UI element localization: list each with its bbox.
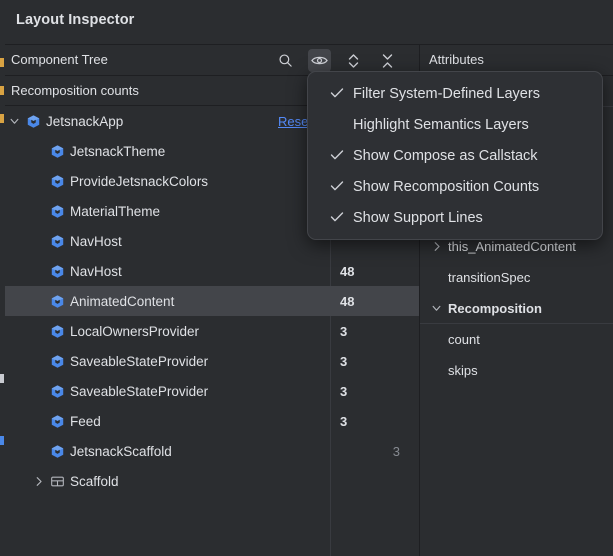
tree-row-label: Scaffold: [70, 473, 119, 489]
eye-icon[interactable]: [308, 49, 331, 72]
recomposition-count: 48: [340, 293, 355, 309]
recomposition-count: 3: [392, 443, 400, 459]
chevron-down-icon[interactable]: [429, 303, 443, 314]
attribute-label: this_AnimatedContent: [448, 239, 576, 254]
attributes-title: Attributes: [429, 52, 484, 67]
tree-row[interactable]: Scaffold: [0, 466, 419, 496]
search-icon[interactable]: [274, 49, 297, 72]
gutter-marker[interactable]: [0, 114, 4, 123]
tree-row[interactable]: LocalOwnersProvider 3: [0, 316, 419, 346]
gutter-marker[interactable]: [0, 86, 4, 95]
chevron-right-icon[interactable]: [31, 466, 45, 496]
component-tree-toolbar: [274, 49, 399, 72]
popup-menu-item-label: Show Recomposition Counts: [353, 179, 540, 195]
compose-node-icon: [26, 106, 41, 136]
layout-view-icon: [50, 466, 65, 496]
tree-row-label: SaveableStateProvider: [70, 353, 209, 369]
tree-row[interactable]: NavHost 48: [0, 256, 419, 286]
attribute-row[interactable]: count: [420, 324, 613, 355]
popup-menu-item[interactable]: Show Compose as Callstack: [309, 141, 603, 171]
expand-all-icon[interactable]: [342, 49, 365, 72]
popup-menu-item[interactable]: Show Recomposition Counts: [309, 172, 603, 202]
component-tree-title: Component Tree: [11, 52, 108, 67]
collapse-all-icon[interactable]: [376, 49, 399, 72]
tree-row-label: MaterialTheme: [70, 203, 161, 219]
count-column-divider: [330, 106, 331, 556]
recomposition-count: 3: [340, 353, 348, 369]
tree-row[interactable]: ProvideJetsnackColors: [0, 166, 419, 196]
compose-node-icon: [50, 436, 65, 466]
popup-menu-item-label: Show Support Lines: [353, 210, 483, 226]
page-title: Layout Inspector: [16, 12, 135, 28]
attribute-label: transitionSpec: [448, 270, 531, 285]
gutter-marker[interactable]: [0, 436, 4, 445]
tree-row[interactable]: SaveableStateProvider 3: [0, 376, 419, 406]
editor-gutter: [0, 0, 5, 556]
tree-row-label: NavHost: [70, 233, 122, 249]
attribute-row[interactable]: skips: [420, 355, 613, 386]
tree-row-label: SaveableStateProvider: [70, 383, 209, 399]
compose-node-icon: [50, 136, 65, 166]
tree-row[interactable]: JetsnackScaffold 3: [0, 436, 419, 466]
recomposition-count: 48: [340, 263, 355, 279]
attribute-label: Recomposition: [448, 300, 542, 316]
tree-row-label: LocalOwnersProvider: [70, 323, 200, 339]
checkmark-icon: [329, 86, 345, 102]
checkmark-icon: [329, 210, 345, 226]
recomposition-reset-clip: Reset: [0, 107, 307, 137]
tree-row[interactable]: Feed 3: [0, 406, 419, 436]
attribute-row[interactable]: this_AnimatedContent: [420, 231, 613, 262]
popup-menu-item-label: Show Compose as Callstack: [353, 148, 538, 164]
attribute-group-header[interactable]: Recomposition: [420, 293, 613, 324]
compose-node-icon: [50, 286, 65, 316]
checkmark-icon: [329, 179, 345, 195]
compose-node-icon: [50, 346, 65, 376]
tree-row-label: Feed: [70, 413, 101, 429]
gutter-marker[interactable]: [0, 374, 4, 383]
compose-node-icon: [50, 316, 65, 346]
recomposition-count: 3: [340, 323, 348, 339]
tree-row[interactable]: SaveableStateProvider 3: [0, 346, 419, 376]
tree-row[interactable]: MaterialTheme: [0, 196, 419, 226]
tree-row-label: JetsnackScaffold: [70, 443, 172, 459]
tree-row-label: ProvideJetsnackColors: [70, 173, 209, 189]
tree-row-label: JetsnackApp: [46, 113, 124, 129]
window-title-bar: Layout Inspector: [0, 0, 613, 45]
chevron-down-icon[interactable]: [7, 106, 21, 136]
tree-row-label: AnimatedContent: [70, 293, 175, 309]
attribute-row[interactable]: transitionSpec: [420, 262, 613, 293]
compose-node-icon: [50, 376, 65, 406]
tree-row-label: NavHost: [70, 263, 122, 279]
compose-node-icon: [50, 226, 65, 256]
popup-menu-item[interactable]: Filter System-Defined Layers: [309, 79, 603, 109]
tree-row[interactable]: JetsnackApp: [0, 106, 419, 136]
attribute-label: skips: [448, 363, 478, 378]
compose-node-icon: [50, 196, 65, 226]
tree-row-label: JetsnackTheme: [70, 143, 166, 159]
attribute-label: count: [448, 332, 480, 347]
reset-link[interactable]: Reset: [278, 114, 307, 129]
checkmark-icon: [329, 148, 345, 164]
gutter-marker[interactable]: [0, 58, 4, 67]
chevron-right-icon[interactable]: [429, 241, 443, 252]
popup-menu-item[interactable]: Show Support Lines: [309, 203, 603, 233]
tree-row[interactable]: JetsnackTheme: [0, 136, 419, 166]
compose-node-icon: [50, 406, 65, 436]
component-tree-header: Component Tree: [0, 45, 419, 76]
recomposition-count: 3: [340, 413, 348, 429]
recomposition-counts-label: Recomposition counts: [11, 83, 139, 98]
popup-menu-item-label: Filter System-Defined Layers: [353, 86, 540, 102]
recomposition-counts-bar: Recomposition counts Reset: [0, 76, 419, 129]
compose-node-icon: [50, 166, 65, 196]
tree-row[interactable]: AnimatedContent 48: [0, 286, 419, 316]
compose-node-icon: [50, 256, 65, 286]
tree-row[interactable]: NavHost: [0, 226, 419, 256]
popup-menu-item[interactable]: Highlight Semantics Layers: [309, 110, 603, 140]
popup-menu-item-label: Highlight Semantics Layers: [353, 117, 529, 133]
recomposition-count: 3: [340, 383, 348, 399]
